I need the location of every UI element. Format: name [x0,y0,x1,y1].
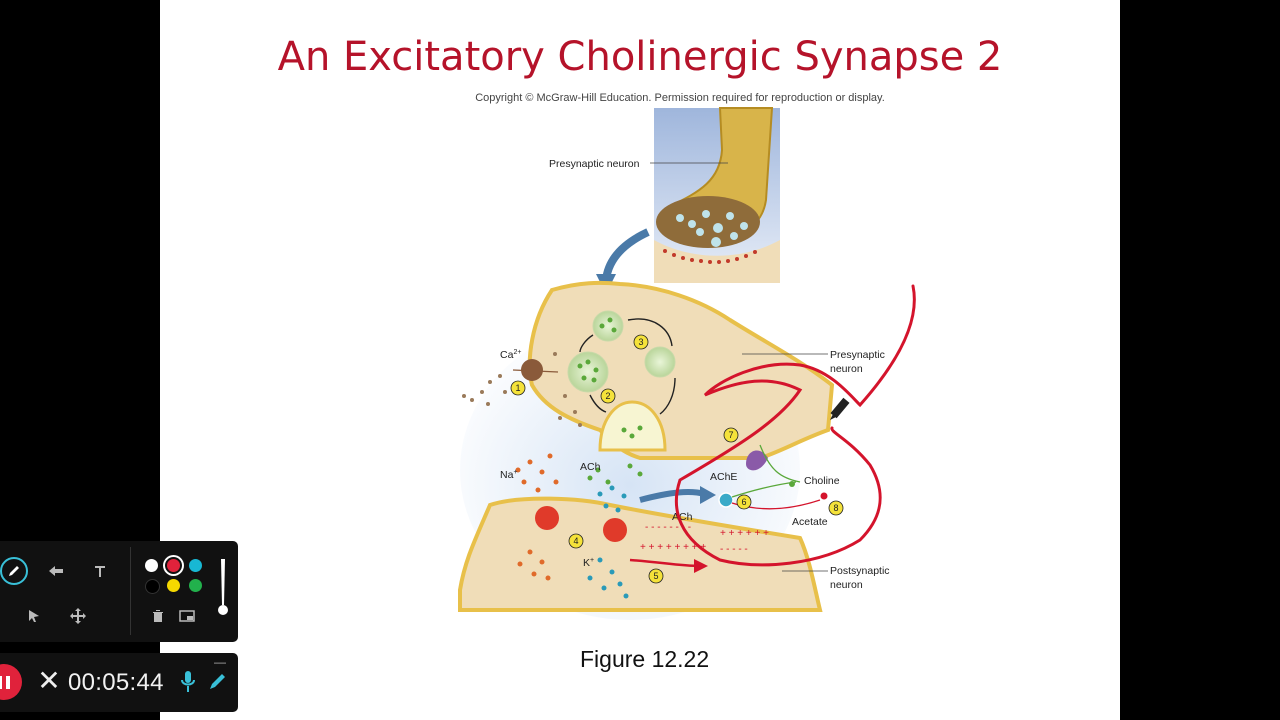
synapse-diagram: Presynaptic neuron [458,107,916,620]
label-presynaptic-neuron-top: Presynaptic neuron [549,158,640,170]
pen-icon[interactable] [0,557,28,585]
pen-cursor-icon [830,397,850,420]
minimize-icon[interactable]: — [214,655,226,669]
close-icon[interactable]: ✕ [37,665,61,696]
svg-text:+ + + + + +: + + + + + + [720,528,769,539]
svg-text:- - - - - - - -: - - - - - - - - [645,522,691,533]
pen-size-slider[interactable] [216,557,230,619]
svg-text:4: 4 [573,536,578,546]
whiteboard-icon[interactable] [174,603,200,629]
svg-text:+ + + + + + + +: + + + + + + + + [640,542,706,553]
microphone-icon[interactable] [180,670,196,699]
slide-title: An Excitatory Cholinergic Synapse 2 [277,34,1003,80]
label-presynaptic-right-1: Presynaptic [830,349,885,361]
recording-timer: 00:05:44 [68,669,164,696]
step-markers: 1 2 3 4 5 6 7 8 [510,334,844,584]
color-black[interactable] [145,579,160,594]
toolbar-divider [130,547,131,635]
label-ache: AChE [710,471,737,483]
annotation-toolbar [0,541,238,642]
label-k: K+ [583,557,594,569]
recording-controls: ✕ 00:05:44 — [0,653,238,712]
label-postsynaptic-2: neuron [830,579,863,591]
trash-icon[interactable] [145,603,171,629]
label-ca: Ca2+ [500,349,521,361]
label-ach-bottom: ACh [672,511,693,523]
copyright-notice: Copyright © McGraw-Hill Education. Permi… [475,92,885,104]
color-yellow[interactable] [167,579,180,592]
pause-button[interactable] [0,664,22,700]
label-ach-top: ACh [580,461,601,473]
svg-text:8: 8 [833,503,838,513]
svg-text:5: 5 [653,571,658,581]
svg-text:6: 6 [741,497,746,507]
figure-caption: Figure 12.22 [580,646,710,672]
color-white[interactable] [145,559,158,572]
label-na: Na+ [500,469,518,481]
color-cyan[interactable] [189,559,202,572]
move-icon[interactable] [65,603,91,629]
svg-text:2: 2 [605,391,610,401]
pointer-icon[interactable] [21,603,47,629]
label-presynaptic-right-2: neuron [830,363,863,375]
slide: An Excitatory Cholinergic Synapse 2 Copy… [160,0,1120,720]
pen-annotation [674,284,916,567]
svg-text:3: 3 [638,337,643,347]
color-red[interactable] [167,559,180,572]
inset-image [654,107,780,283]
text-icon[interactable] [87,558,113,584]
svg-text:- - - - -: - - - - - [720,544,748,555]
draw-pen-icon[interactable] [208,671,228,696]
label-postsynaptic-1: Postsynaptic [830,565,890,577]
color-green[interactable] [189,579,202,592]
label-acetate: Acetate [792,516,828,528]
label-choline: Choline [804,475,840,487]
svg-text:1: 1 [515,383,520,393]
arrow-icon[interactable] [43,558,69,584]
svg-text:7: 7 [728,430,733,440]
